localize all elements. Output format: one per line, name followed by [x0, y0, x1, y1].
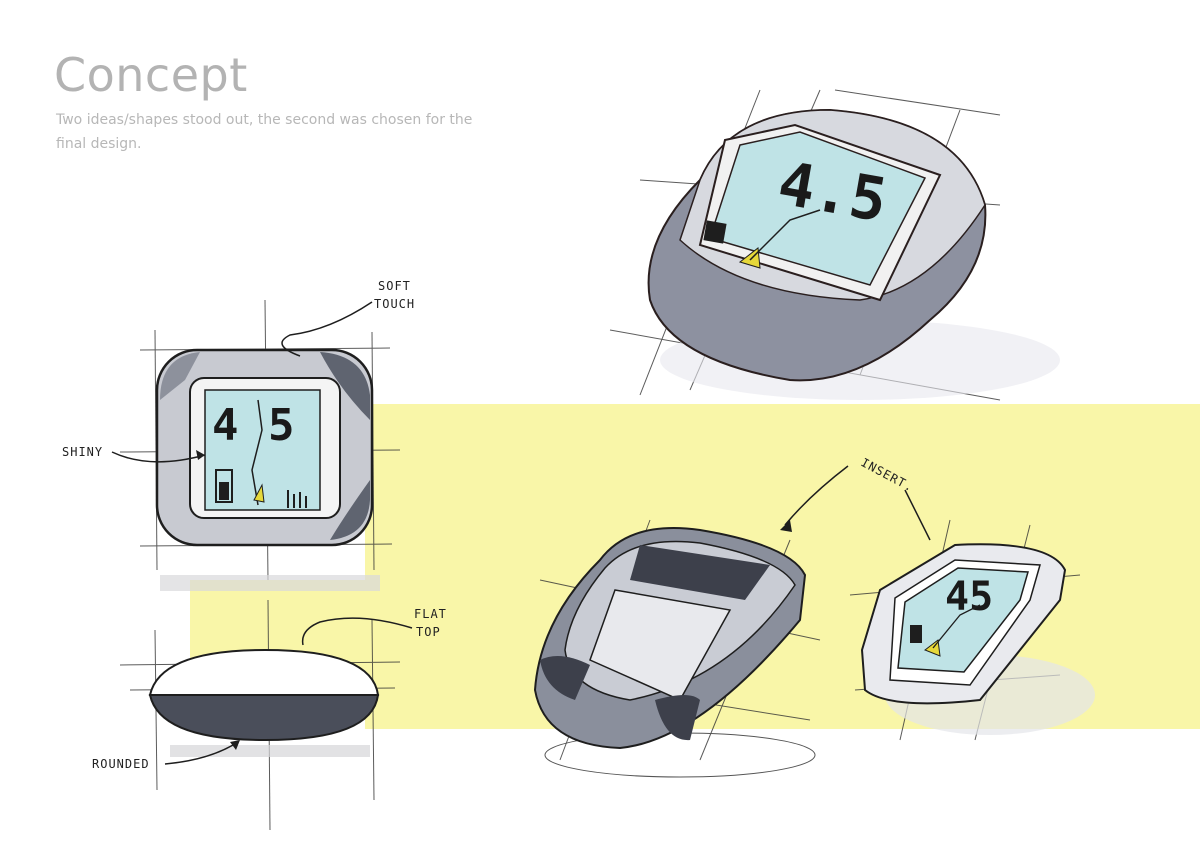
- annotation-flat: FLAT: [414, 607, 447, 621]
- annotation-rounded: ROUNDED: [92, 757, 150, 771]
- annotation-shiny: SHINY: [62, 445, 103, 459]
- svg-text:45: 45: [945, 574, 993, 620]
- page-subtitle: Two ideas/shapes stood out, the second w…: [56, 112, 473, 152]
- side-profile-sketch: [119, 599, 401, 831]
- annotation-soft: SOFT: [378, 279, 411, 293]
- square-concept-sketch: 4 5: [119, 299, 401, 591]
- annotation-touch: TOUCH: [374, 297, 415, 311]
- svg-text:5: 5: [268, 400, 295, 451]
- perspective-device-sketch: 4.5: [609, 89, 1060, 401]
- casing-sketch: [533, 519, 821, 778]
- annotation-top: TOP: [416, 625, 441, 639]
- page-title: Concept: [54, 48, 248, 102]
- square-screen-readout: 4: [212, 400, 239, 451]
- insert-module-sketch: 45: [849, 519, 1095, 741]
